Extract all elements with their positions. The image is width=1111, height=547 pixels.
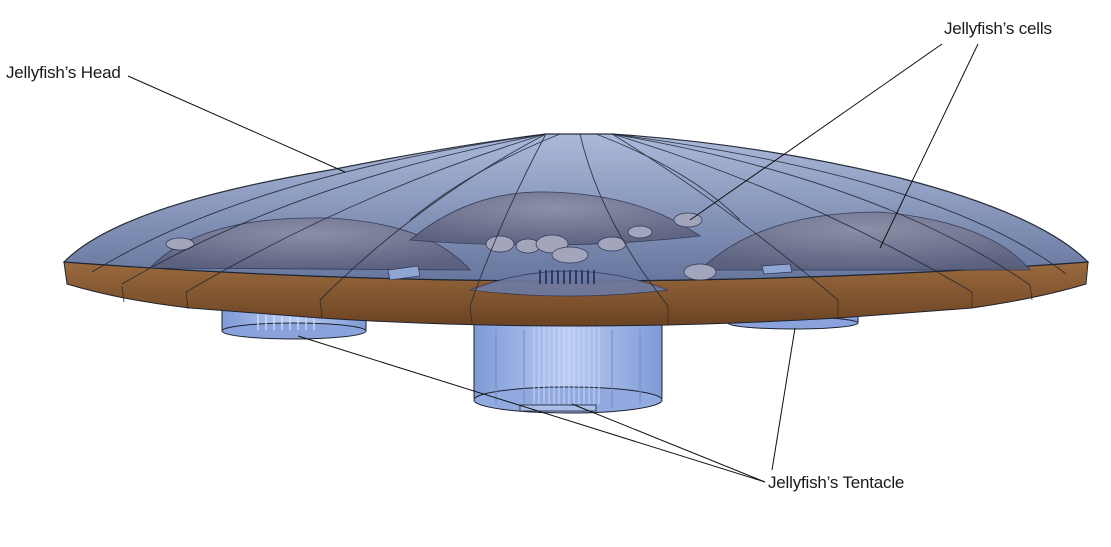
leader-tentacle-right: [772, 328, 795, 470]
leader-head: [128, 76, 345, 172]
leader-tentacle-center: [572, 404, 765, 482]
tentacle-center: [474, 318, 662, 413]
label-jellyfish-head: Jellyfish’s Head: [6, 63, 121, 83]
label-jellyfish-tentacle: Jellyfish’s Tentacle: [768, 473, 904, 493]
label-jellyfish-cells: Jellyfish’s cells: [944, 19, 1052, 39]
